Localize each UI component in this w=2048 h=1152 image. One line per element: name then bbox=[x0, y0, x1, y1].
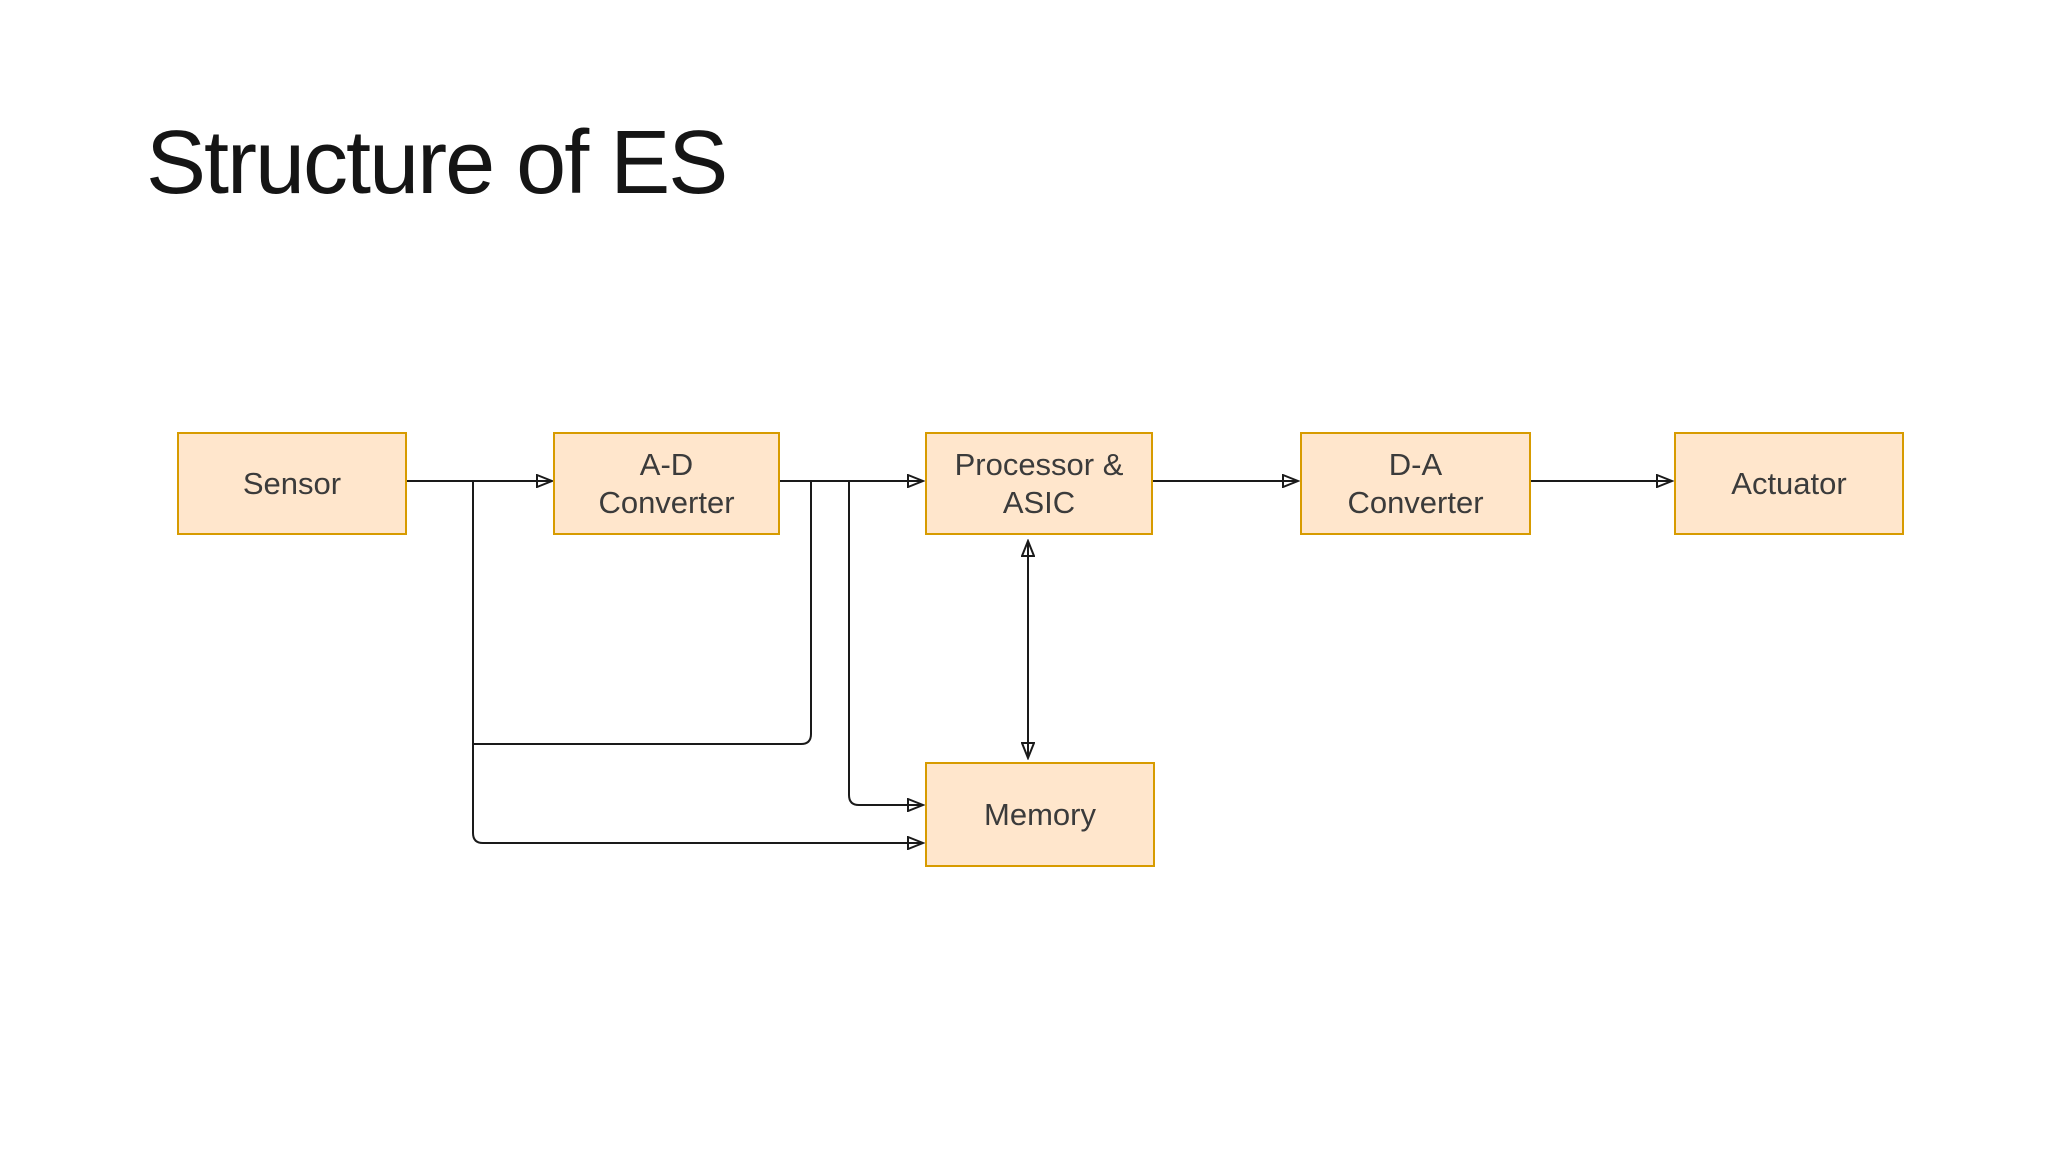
node-processor-asic-label-line2: ASIC bbox=[1002, 484, 1076, 520]
node-actuator-label: Actuator bbox=[1731, 465, 1847, 501]
node-ad-converter: A-D Converter bbox=[553, 432, 780, 535]
node-sensor-label: Sensor bbox=[242, 465, 342, 501]
node-da-converter-label-line1: D-A bbox=[1388, 446, 1443, 482]
node-da-converter-label-line2: Converter bbox=[1347, 484, 1484, 520]
node-memory-label: Memory bbox=[984, 796, 1096, 832]
node-ad-converter-label-line2: Converter bbox=[598, 484, 735, 520]
node-sensor: Sensor bbox=[177, 432, 407, 535]
edge-sensor-branch-to-memory bbox=[472, 481, 923, 843]
node-ad-converter-label-line1: A-D bbox=[639, 446, 694, 482]
node-actuator: Actuator bbox=[1674, 432, 1904, 535]
node-processor-asic-label-line1: Processor & bbox=[954, 446, 1124, 482]
node-memory: Memory bbox=[925, 762, 1155, 867]
edge-adconverter-branch-link bbox=[472, 481, 812, 745]
node-processor-asic: Processor & ASIC bbox=[925, 432, 1153, 535]
edge-adconverter-branch-to-memory bbox=[848, 481, 923, 805]
page-title: Structure of ES bbox=[146, 113, 728, 213]
node-da-converter: D-A Converter bbox=[1300, 432, 1531, 535]
